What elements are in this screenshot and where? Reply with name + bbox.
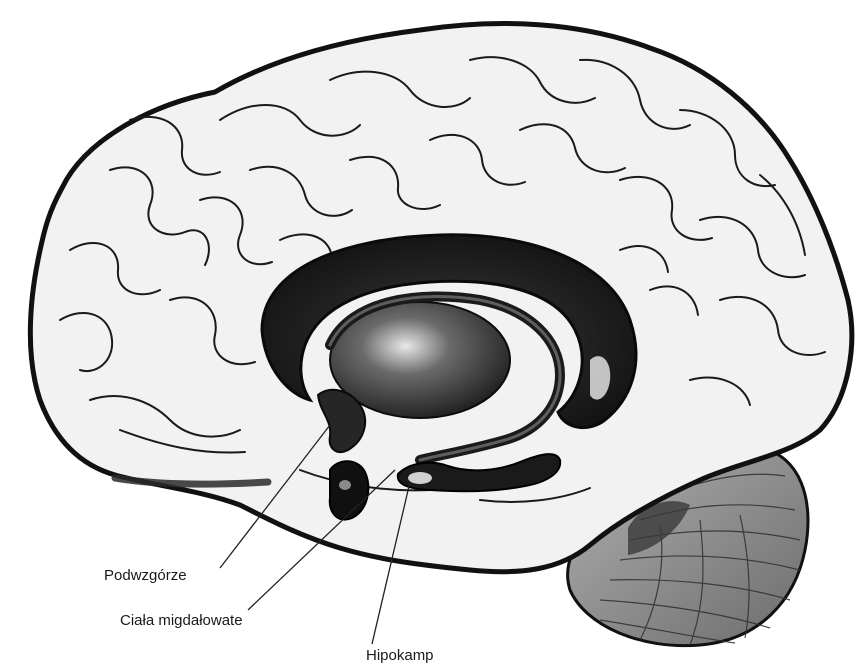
label-amygdala: Ciała migdałowate: [120, 613, 243, 628]
label-hippocampus: Hipokamp: [366, 648, 434, 663]
label-hypothalamus: Podwzgórze: [104, 568, 187, 583]
